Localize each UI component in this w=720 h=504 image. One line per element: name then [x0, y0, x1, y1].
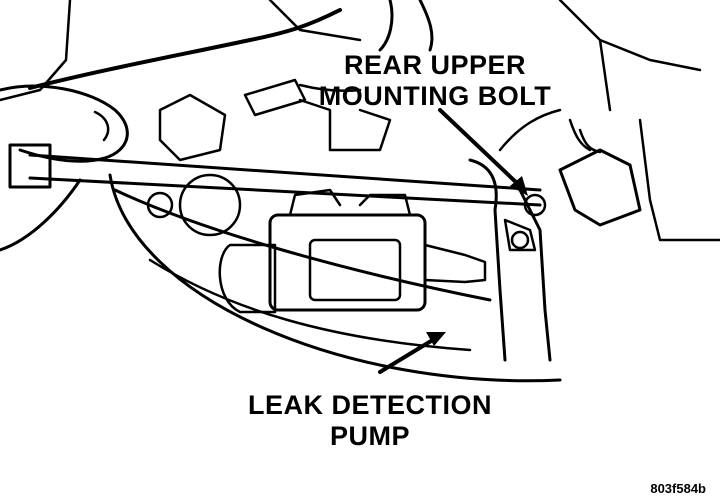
screwdriver-shaft: [28, 153, 542, 207]
connector-right: [558, 148, 642, 227]
wiring-harness: [28, 8, 342, 90]
rear-upper-mounting-bolt-label: REAR UPPER MOUNTING BOLT: [300, 50, 570, 112]
hand: [0, 84, 129, 252]
body-panel-right-lower: [638, 118, 720, 242]
pump-arrowhead: [426, 332, 446, 346]
bolt-label-line-2: MOUNTING BOLT: [318, 81, 552, 111]
body-panel-right-edge: [558, 0, 702, 72]
pump-solenoid: [288, 188, 412, 217]
connector-top: [243, 78, 307, 117]
screwdriver-handle: [8, 143, 52, 189]
body-panel-top: [268, 0, 362, 42]
bolt-leader-line: [438, 108, 522, 188]
mounting-bolt: [523, 193, 547, 217]
body-panel-left: [0, 0, 72, 102]
bolt-arrowhead: [510, 176, 528, 196]
pump-label-line-1: LEAK DETECTION: [247, 390, 492, 420]
leak-detection-pump-body: [268, 213, 427, 312]
figure-code: 803f584b: [650, 481, 706, 496]
pump-label-line-2: PUMP: [329, 421, 410, 451]
pump-front-cylinder: [218, 243, 277, 314]
mounting-opening: [108, 173, 562, 383]
hose-fitting: [178, 173, 242, 237]
leak-detection-pump-label: LEAK DETECTION PUMP: [225, 390, 515, 452]
pump-outlet-nipple: [423, 243, 487, 284]
bolt-label-line-1: REAR UPPER: [343, 50, 527, 80]
mounting-bracket: [468, 158, 552, 362]
pump-leader-line: [378, 336, 438, 374]
connector-left: [158, 93, 227, 162]
